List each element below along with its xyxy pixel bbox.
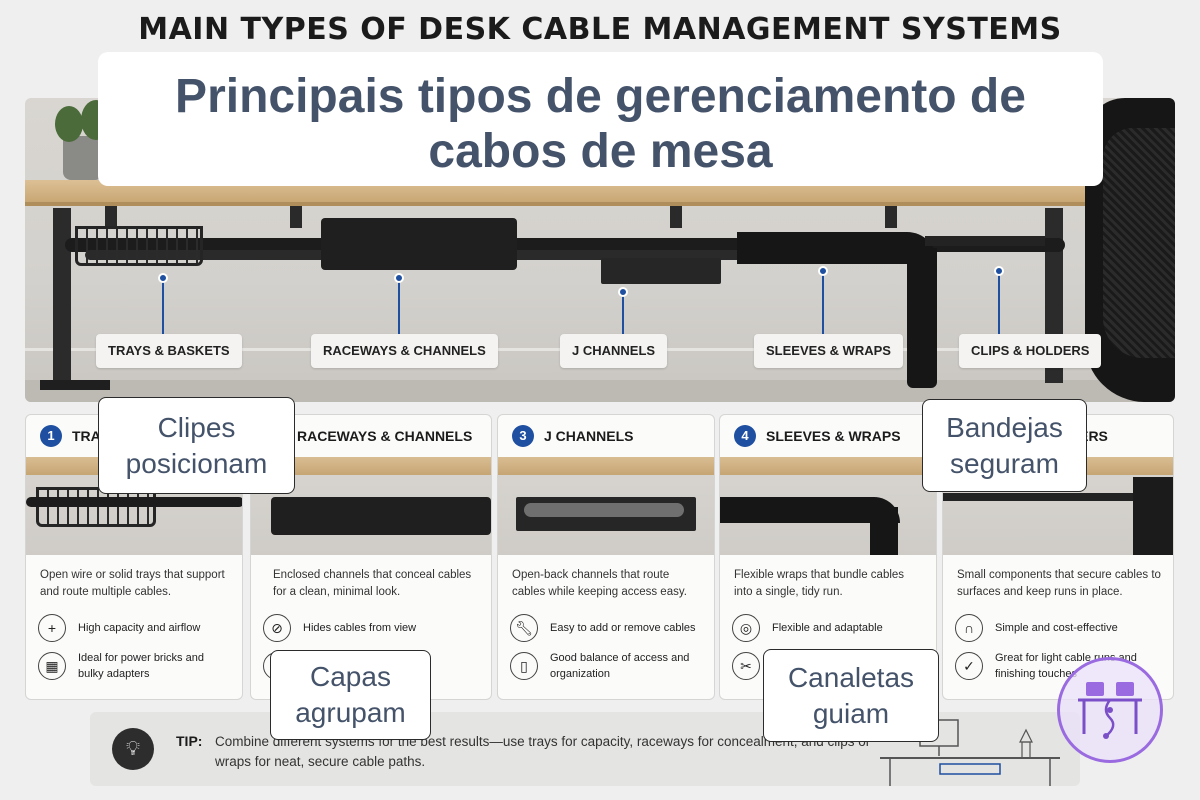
feature-text: Good balance of access and organization — [550, 652, 690, 680]
feature-text: Flexible and adaptable — [772, 622, 883, 634]
chair-mesh — [1103, 128, 1175, 358]
card-title: TRA — [72, 428, 101, 444]
check-circle-icon: ✓ — [955, 652, 983, 680]
bracket — [885, 206, 897, 228]
feature-row: 🔧︎ Easy to add or remove cables — [498, 609, 714, 647]
door-icon: ▯ — [510, 652, 538, 680]
card-header: 3 J CHANNELS — [498, 415, 714, 457]
card-image — [720, 457, 936, 555]
plant-pot — [63, 136, 103, 180]
card-description: Open wire or solid trays that support an… — [40, 569, 225, 598]
callout-raceways-channels: RACEWAYS & CHANNELS — [311, 334, 498, 368]
j-channel — [601, 258, 721, 284]
card-number: 3 — [512, 425, 534, 447]
feature-row: ▦ Ideal for power bricks and bulky adapt… — [26, 647, 242, 685]
pin-line — [398, 280, 400, 334]
feature-text: Ideal for power bricks and bulky adapter… — [78, 652, 204, 680]
raceway-box — [321, 218, 517, 270]
callout-j-channels: J CHANNELS — [560, 334, 668, 368]
callout-clips-holders: CLIPS & HOLDERS — [959, 334, 1102, 368]
tip-bar: 💡︎ TIP: Combine different systems for th… — [90, 712, 1080, 786]
wire-basket — [75, 226, 203, 266]
card-number: 4 — [734, 425, 756, 447]
pin-dot — [158, 273, 168, 283]
card-header: RACEWAYS & CHANNELS — [251, 415, 491, 457]
feature-row: ∩ Simple and cost-effective — [943, 609, 1173, 647]
card-number: 1 — [40, 425, 62, 447]
cable-clips — [925, 236, 1045, 246]
translation-banner: Principais tipos de gerenciamento de cab… — [98, 52, 1103, 186]
cable-sleeve — [737, 232, 937, 264]
translation-line-2: cabos de mesa — [428, 125, 773, 178]
pin-dot — [618, 287, 628, 297]
feature-row: ✂ — [720, 647, 936, 685]
pin-line — [162, 280, 164, 334]
card-header: 4 SLEEVES & WRAPS — [720, 415, 936, 457]
feature-text: Easy to add or remove cables — [550, 622, 696, 634]
card-header: 1 TRA — [26, 415, 242, 457]
desk-foot-left — [40, 380, 110, 390]
feature-row: ⊘ Hides cables from view — [251, 609, 491, 647]
pin-line — [622, 294, 624, 334]
card-j-channels: 3 J CHANNELS Open-back channels that rou… — [497, 414, 715, 700]
pin-line — [998, 273, 1000, 334]
bracket — [670, 206, 682, 228]
plant-leaf — [55, 106, 83, 142]
cable-sleeve-drop — [907, 248, 937, 388]
card-image — [498, 457, 714, 555]
wrench-icon: 🔧︎ — [510, 614, 538, 642]
pin-dot — [994, 266, 1004, 276]
card-title: J CHANNELS — [544, 428, 634, 444]
main-title: MAIN TYPES OF DESK CABLE MANAGEMENT SYST… — [138, 12, 1062, 47]
desk-leg-left — [53, 208, 71, 383]
watermark-logo — [1057, 657, 1163, 763]
card-description: Flexible wraps that bundle cables into a… — [734, 569, 905, 598]
feature-row: + High capacity and airflow — [26, 609, 242, 647]
card-title: RACEWAYS & CHANNELS — [297, 428, 473, 444]
feature-text: High capacity and airflow — [78, 622, 201, 634]
card-title: SLEEVES & WRAPS — [766, 428, 901, 444]
bracket — [290, 206, 302, 228]
grid-icon: ▦ — [38, 652, 66, 680]
tip-label: TIP: — [176, 733, 203, 749]
callout-sleeves-wraps: SLEEVES & WRAPS — [754, 334, 903, 368]
feature-row: ◎ Flexible and adaptable — [720, 609, 936, 647]
pin-dot — [394, 273, 404, 283]
spiral-icon: ◎ — [732, 614, 760, 642]
card-image — [251, 457, 491, 555]
card-description: Small components that secure cables to s… — [957, 569, 1161, 598]
desk-logo-icon — [1078, 682, 1142, 739]
translation-line-1: Principais tipos de gerenciamento de — [175, 70, 1026, 123]
magnet-icon: ∩ — [955, 614, 983, 642]
callout-trays-baskets: TRAYS & BASKETS — [96, 334, 242, 368]
pin-line — [822, 273, 824, 334]
feature-text: Hides cables from view — [303, 622, 417, 634]
card-description: Open-back channels that route cables whi… — [512, 569, 687, 598]
floor — [25, 380, 1175, 402]
plus-circle-icon: + — [38, 614, 66, 642]
scissors-icon: ✂ — [732, 652, 760, 680]
feature-text: Simple and cost-effective — [995, 622, 1118, 634]
eye-off-icon: ⊘ — [263, 614, 291, 642]
card-description: Enclosed channels that conceal cables fo… — [273, 569, 472, 598]
pin-dot — [818, 266, 828, 276]
bracket — [105, 206, 117, 228]
feature-row: ▯ Good balance of access and organizatio… — [498, 647, 714, 685]
lightbulb-icon: 💡︎ — [112, 728, 154, 770]
